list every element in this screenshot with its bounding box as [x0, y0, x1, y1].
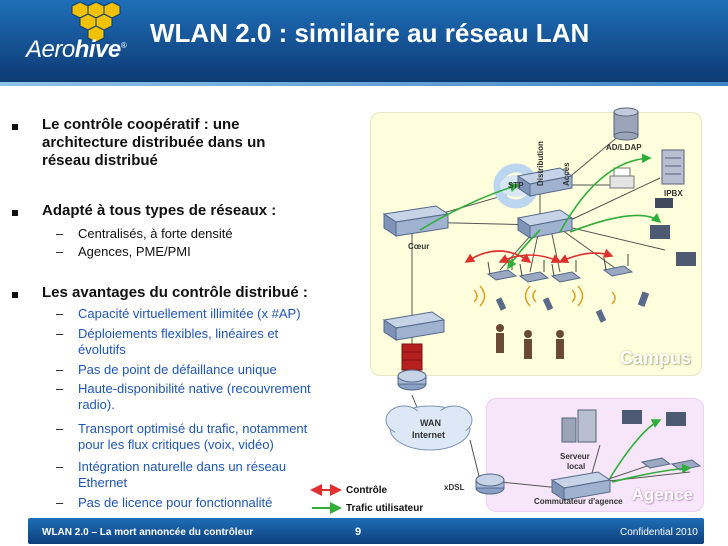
commutateur-label: Commutateur d'agence	[534, 497, 623, 506]
sub-item: –Capacité virtuellement illimitée (x #AP…	[56, 306, 301, 321]
hexagon-pattern-icon	[71, 1, 121, 43]
xdsl-router-icon	[475, 473, 505, 495]
sub-item: –Centralisés, à forte densité	[56, 226, 233, 241]
local-server-icon	[561, 409, 597, 443]
sub-item: –Pas de licence pour fonctionnalité	[56, 495, 273, 510]
page-number: 9	[355, 526, 362, 538]
traffic-arrow	[609, 419, 692, 483]
branch-switch-icon	[550, 471, 612, 501]
phone-icon	[655, 198, 673, 208]
database-icon	[613, 107, 639, 141]
sub-item: –Agences, PME/PMI	[56, 244, 191, 259]
router-icon	[397, 369, 427, 391]
mobile-device-icon	[495, 291, 650, 323]
edge-switch-icon	[382, 311, 446, 341]
header-accent-line	[0, 82, 728, 86]
aerohive-logo: Aerohive®	[26, 36, 127, 63]
header-banner: Aerohive® WLAN 2.0 : similaire au réseau…	[0, 0, 728, 82]
control-arrow	[464, 248, 614, 263]
access-point-icon	[486, 265, 634, 283]
printer-icon	[609, 167, 635, 189]
distribution-label: Distribution	[536, 141, 545, 186]
footer-bar	[28, 518, 704, 544]
local-label: local	[567, 462, 586, 471]
computer-icon	[650, 225, 696, 266]
campus-label: Campus	[619, 348, 691, 368]
distribution-switch-icon	[516, 167, 574, 197]
stp-label: STP	[508, 181, 524, 190]
ad-ldap-label: AD/LDAP	[606, 143, 642, 152]
footer-title: WLAN 2.0 – La mort annoncée du contrôleu…	[42, 527, 254, 538]
wan-label: WAN	[420, 418, 441, 428]
legend-arrows	[310, 484, 342, 514]
people-icon	[496, 324, 564, 359]
sub-item: –Pas de point de défaillance unique	[56, 362, 277, 377]
computer-icon	[622, 410, 686, 426]
coeur-label: Cœur	[408, 242, 430, 251]
traffic-arrow	[419, 153, 662, 270]
bullet-marker	[12, 288, 40, 305]
access-point-icon	[640, 457, 702, 471]
legend-controle: Contrôle	[346, 485, 388, 496]
internet-label: Internet	[412, 430, 446, 440]
serveur-label: Serveur	[560, 452, 590, 461]
wifi-signal-icon	[473, 285, 616, 307]
access-switch-icon	[516, 209, 574, 239]
bullet-2-text: Adapté à tous types de réseaux :	[42, 202, 277, 219]
bullet-marker	[12, 206, 40, 223]
sub-item: –Haute-disponibilité native (recouvremen…	[56, 381, 311, 412]
acces-label: Accès	[562, 162, 571, 186]
slide-title: WLAN 2.0 : similaire au réseau LAN	[150, 18, 590, 48]
ipbx-label: IPBX	[664, 189, 683, 198]
firewall-icon	[401, 343, 423, 371]
bullet-1-text: Le contrôle coopératif : une architectur…	[42, 116, 266, 169]
legend-trafic: Trafic utilisateur	[346, 503, 424, 514]
bullet-3-text: Les avantages du contrôle distribué :	[42, 284, 308, 301]
xdsl-label: xDSL	[444, 483, 465, 492]
core-switch-icon	[382, 205, 450, 237]
agence-label: Agence	[631, 485, 693, 504]
confidential-label: Confidential 2010	[620, 527, 698, 538]
wan-cloud-icon	[385, 405, 473, 451]
bullet-marker	[12, 120, 40, 137]
sub-item: –Transport optimisé du trafic, notamment…	[56, 421, 308, 452]
ipbx-server-icon	[661, 149, 685, 185]
